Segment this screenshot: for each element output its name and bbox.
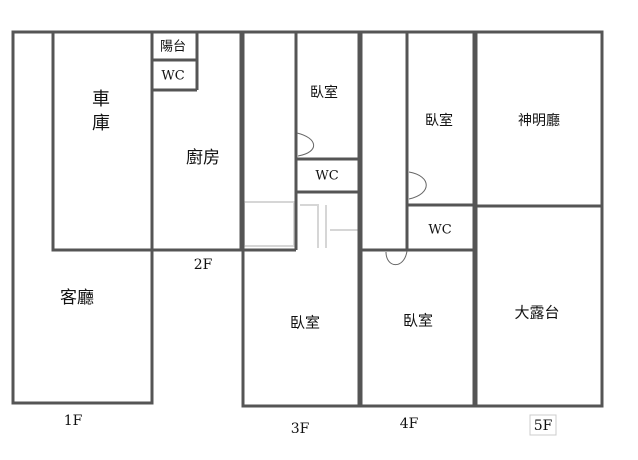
floor-4f-walls bbox=[359, 30, 476, 408]
shrine-hall-label: 神明廳 bbox=[518, 112, 560, 129]
floor-label-2f: 2F bbox=[194, 257, 213, 273]
living-room-label: 客廳 bbox=[60, 288, 94, 308]
wc-3f-label: WC bbox=[315, 169, 338, 184]
large-terrace-label: 大露台 bbox=[514, 304, 559, 322]
floor-5f-walls bbox=[474, 30, 604, 408]
watermark bbox=[243, 201, 360, 248]
kitchen-label: 廚房 bbox=[186, 147, 220, 168]
garage-label-line1: 車 bbox=[92, 89, 110, 110]
door-swing-3f-bedroom bbox=[296, 132, 315, 157]
wc-4f-label: WC bbox=[428, 223, 451, 238]
floor-label-1f: 1F bbox=[64, 413, 83, 429]
bedroom-4f-bottom-label: 臥室 bbox=[403, 312, 433, 330]
floor-label-3f: 3F bbox=[291, 421, 310, 437]
door-swings bbox=[296, 132, 427, 266]
balcony-label: 陽台 bbox=[160, 40, 186, 55]
floor-labels: 1F 2F 3F 4F 5F bbox=[64, 257, 557, 437]
floor-label-5f-box bbox=[529, 414, 557, 436]
bedroom-3f-top-label: 臥室 bbox=[310, 84, 338, 101]
floor-label-4f: 4F bbox=[400, 416, 419, 432]
floor-1f-2f-walls bbox=[11, 30, 243, 405]
floor-label-5f: 5F bbox=[534, 418, 553, 434]
door-swing-4f-bedroom bbox=[408, 171, 427, 200]
bedroom-4f-top-label: 臥室 bbox=[425, 112, 453, 129]
room-labels: 車 庫 陽台 WC 廚房 客廳 臥室 WC 臥室 臥室 WC 臥室 神明廳 大露… bbox=[60, 40, 560, 332]
wc-2f-label: WC bbox=[161, 69, 184, 84]
bedroom-3f-bottom-label: 臥室 bbox=[290, 314, 320, 332]
floor-3f-walls bbox=[241, 30, 361, 408]
door-swing-4f-hall bbox=[385, 250, 408, 266]
garage-label-line2: 庫 bbox=[92, 113, 110, 134]
